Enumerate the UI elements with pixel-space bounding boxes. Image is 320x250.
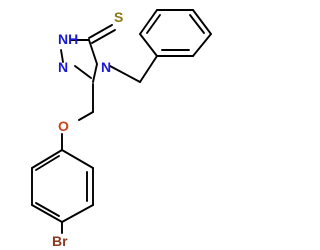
sulfur-atom-label: S xyxy=(114,9,123,25)
n-atom-label: N xyxy=(58,59,68,75)
benzyl-linker xyxy=(109,55,158,83)
nh-atom-label: NH xyxy=(58,31,78,47)
ether-linker xyxy=(61,83,94,151)
phenyl-ring xyxy=(139,9,212,57)
triazole-ring xyxy=(60,39,98,83)
n4-atom-label: N xyxy=(101,59,111,75)
bromine-atom-label: Br xyxy=(52,233,68,249)
bromophenyl-ring xyxy=(31,149,94,234)
molecule-structure: S NH N N O Br xyxy=(31,9,212,249)
thione-bond xyxy=(88,24,116,44)
oxygen-atom-label: O xyxy=(58,118,69,134)
